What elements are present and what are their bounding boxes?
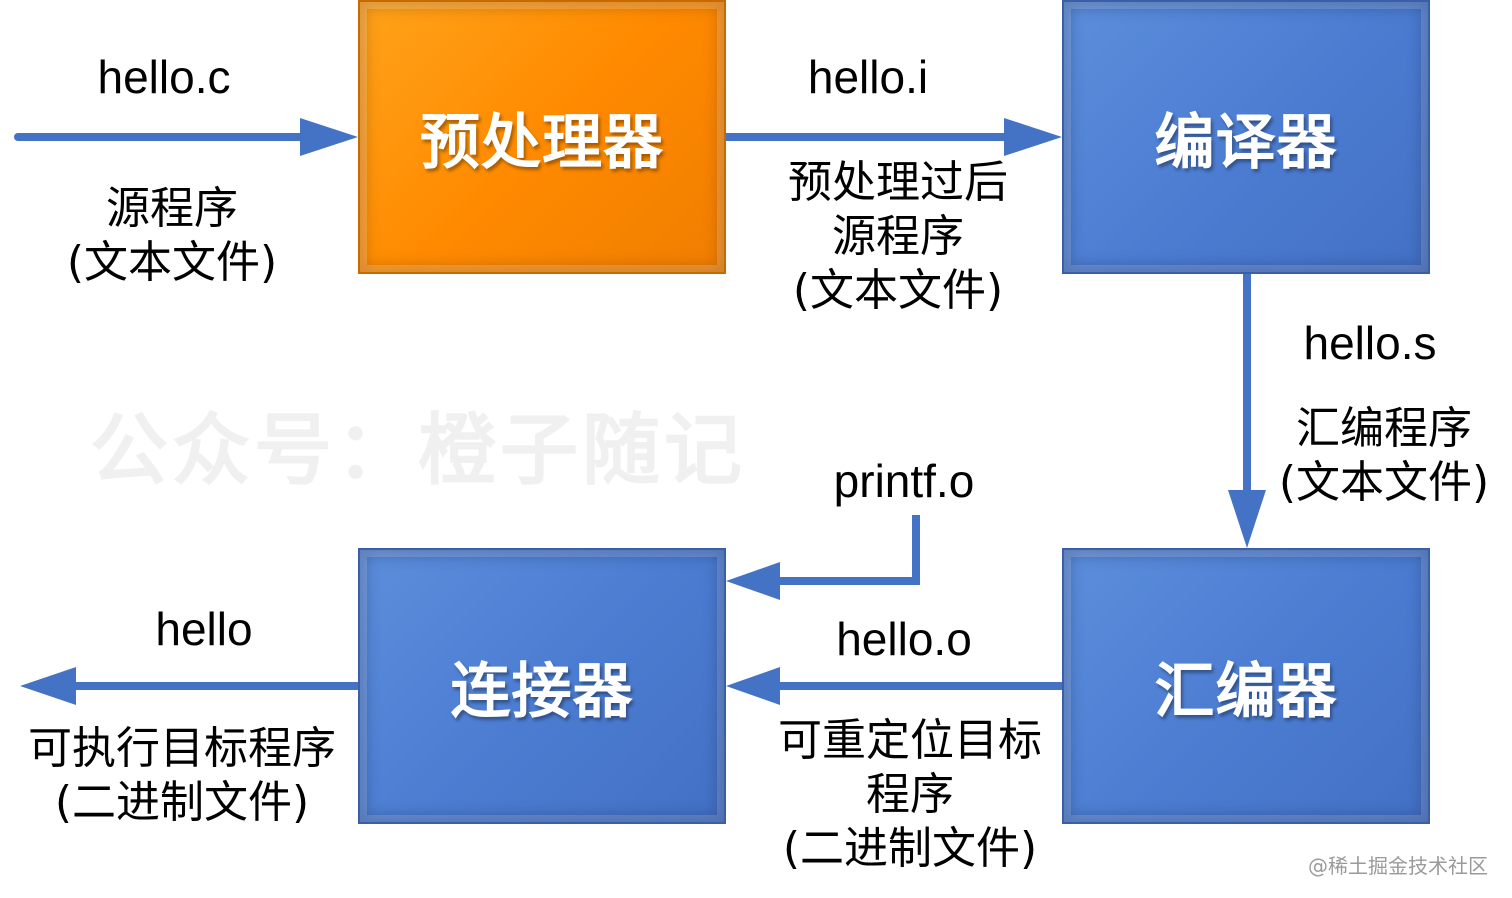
- preprocessed-desc-line2: 源程序: [832, 211, 964, 262]
- linker-box: 连接器: [360, 550, 724, 822]
- assembler-label: 汇编器: [1154, 656, 1338, 727]
- compiler-label: 编译器: [1154, 107, 1338, 178]
- input-desc-line2: (文本文件): [66, 237, 278, 288]
- watermark-text: 公众号：橙子随记: [90, 406, 747, 496]
- arrow-library-to-linker: [726, 515, 920, 600]
- preprocessed-desc-line1: 预处理过后: [788, 157, 1008, 208]
- library-file-label: printf.o: [833, 455, 975, 507]
- preprocessor-box: 预处理器: [360, 2, 724, 272]
- assembly-desc-line2: (文本文件): [1278, 457, 1490, 508]
- source-credit: @稀土掘金技术社区: [1308, 854, 1488, 878]
- linker-label: 连接器: [450, 656, 634, 727]
- arrow-linker-output: [20, 667, 362, 705]
- preprocessor-label: 预处理器: [420, 107, 664, 178]
- compiler-box: 编译器: [1064, 2, 1428, 272]
- object-desc-line3: (二进制文件): [782, 823, 1038, 874]
- arrow-preprocessor-to-compiler: [723, 118, 1062, 156]
- arrow-input-to-preprocessor: [14, 118, 358, 156]
- assembler-box: 汇编器: [1064, 550, 1428, 822]
- preprocessed-desc-line3: (文本文件): [792, 265, 1004, 316]
- arrow-compiler-to-assembler: [1228, 272, 1266, 548]
- object-desc-line1: 可重定位目标: [778, 715, 1042, 766]
- assembly-desc-line1: 汇编程序: [1296, 403, 1472, 454]
- object-desc-line2: 程序: [866, 769, 954, 820]
- input-file-label: hello.c: [97, 51, 231, 103]
- executable-desc-line2: (二进制文件): [54, 777, 310, 828]
- preprocessed-file-label: hello.i: [807, 51, 929, 103]
- assembly-file-label: hello.s: [1303, 317, 1437, 369]
- executable-desc-line1: 可执行目标程序: [28, 723, 336, 774]
- input-desc-line1: 源程序: [106, 183, 238, 234]
- executable-file-label: hello: [155, 603, 253, 655]
- object-file-label: hello.o: [836, 613, 972, 665]
- arrow-assembler-to-linker: [726, 667, 1065, 705]
